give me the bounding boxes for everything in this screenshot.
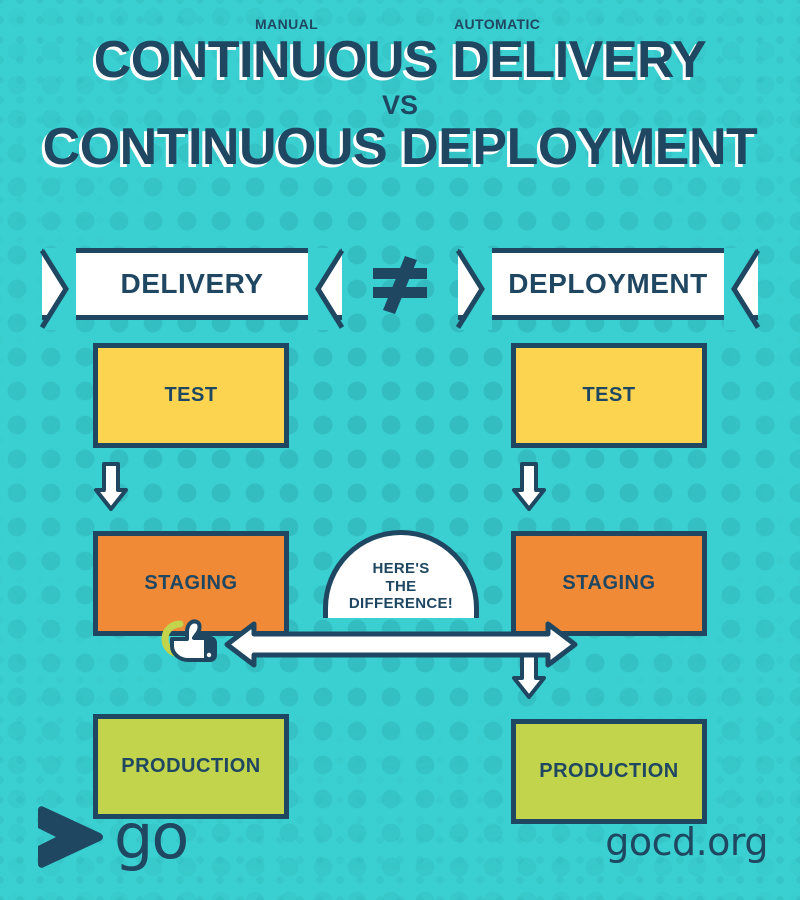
gocd-play-icon	[38, 806, 103, 868]
banner-right-notch	[724, 248, 761, 330]
automatic-label: AUTOMATIC	[454, 15, 541, 32]
banner-left-notch-right	[308, 248, 345, 330]
banner-delivery: DELIVERY	[39, 248, 345, 330]
stage-box-test-right: TEST	[511, 343, 707, 448]
manual-label: MANUAL	[255, 15, 319, 32]
gocd-logo-text: go	[114, 800, 189, 874]
stage-box-production-left: PRODUCTION	[93, 714, 289, 819]
pipeline-deployment: TEST STAGING PRODUCTION	[511, 343, 707, 824]
comparison-banner-row: DELIVERY DEPLOYMENT	[0, 248, 800, 330]
banner-deployment: DEPLOYMENT	[455, 248, 761, 330]
stage-label: TEST	[164, 384, 218, 406]
not-equals-icon	[373, 256, 427, 314]
gocd-logo[interactable]: go	[30, 800, 189, 874]
stage-label: STAGING	[144, 572, 238, 594]
title-line-3: CONTINUOUS DEPLOYMENT	[42, 118, 758, 176]
stage-label: PRODUCTION	[539, 760, 679, 782]
stage-box-staging-right: STAGING	[511, 531, 707, 636]
callout-line-2: THE	[385, 577, 417, 595]
banner-deployment-label: DEPLOYMENT	[508, 268, 708, 299]
stage-box-test-left: TEST	[93, 343, 289, 448]
page-title: CONTINUOUS DELIVERY VS CONTINUOUS DEPLOY…	[0, 34, 800, 173]
banner-right-notch-left	[455, 248, 492, 330]
stage-box-production-right: PRODUCTION	[511, 719, 707, 824]
site-url[interactable]: gocd.org	[605, 820, 768, 864]
callout-line-1: HERE'S	[372, 560, 430, 578]
banner-left-notch	[39, 248, 76, 330]
manual-automatic-arrow	[224, 621, 578, 668]
callout-line-3: DIFFERENCE!	[348, 594, 454, 612]
stage-label: STAGING	[562, 572, 656, 594]
title-line-vs: VS	[381, 90, 419, 120]
stage-box-staging-left: STAGING	[93, 531, 289, 636]
title-line-1: CONTINUOUS DELIVERY	[93, 31, 707, 89]
arrow-down-test-to-staging-left	[94, 462, 128, 511]
arrow-down-test-to-staging-right	[512, 462, 546, 511]
stage-label: PRODUCTION	[121, 755, 261, 777]
pipeline-delivery: TEST STAGING PRODUCTION	[93, 343, 289, 819]
pointing-hand-icon	[161, 619, 217, 662]
banner-delivery-label: DELIVERY	[120, 268, 264, 299]
stage-label: TEST	[582, 384, 636, 406]
